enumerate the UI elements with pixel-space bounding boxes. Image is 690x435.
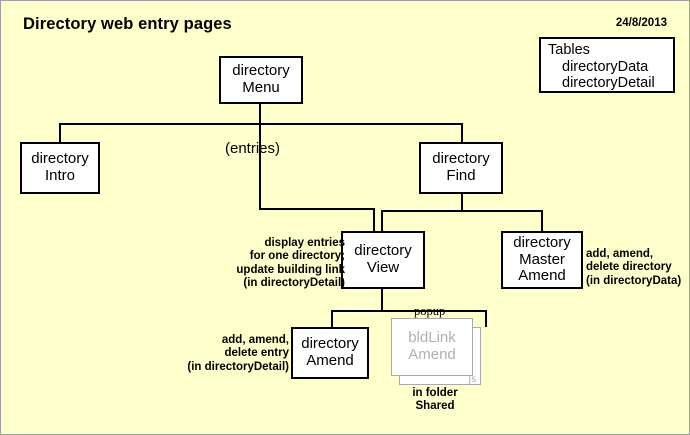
- node-directory-amend-line1: directory: [301, 335, 359, 353]
- node-bldlink-amend[interactable]: bldLink Amend: [391, 318, 473, 376]
- node-directory-master-amend-line1: directory: [513, 233, 571, 251]
- note-directory-amend-line1: add, amend,: [221, 334, 289, 346]
- node-directory-view-line2: View: [366, 259, 400, 276]
- note-directory-view-line3: update building link: [236, 263, 345, 276]
- node-directory-find-line2: Find: [446, 167, 476, 184]
- node-bldlink-amend-line2: Amend: [408, 346, 456, 363]
- note-directory-master-amend: add, amend, delete directory (in directo…: [586, 248, 689, 288]
- tables-panel-item-directorydetail: directoryDetail: [562, 75, 655, 92]
- note-directory-master-amend-line2: delete directory: [586, 261, 672, 274]
- note-directory-master-amend-line1: add, amend,: [586, 248, 654, 260]
- node-directory-intro[interactable]: directory Intro: [20, 142, 100, 194]
- node-directory-master-amend-line3: Amend: [518, 267, 566, 285]
- note-in-folder-shared: in folder Shared: [387, 387, 483, 414]
- connector-menu-down: [259, 104, 261, 123]
- node-directory-view[interactable]: directory View: [341, 231, 425, 289]
- node-directory-intro-line2: Intro: [44, 167, 75, 184]
- note-directory-view-line4: (in directoryDetail): [243, 277, 345, 290]
- node-directory-master-amend-line2: Master: [519, 250, 565, 268]
- note-in-folder-line2: Shared: [415, 400, 455, 413]
- note-directory-master-amend-line3: (in directoryData): [586, 274, 682, 287]
- node-directory-intro-line1: directory: [31, 150, 89, 168]
- node-bldlink-amend-line1: bldLink: [408, 329, 456, 347]
- node-directory-menu-line2: Menu: [242, 79, 280, 96]
- tables-panel: Tables directoryData directoryDetail: [539, 37, 675, 93]
- note-directory-amend-line2: delete entry: [224, 347, 289, 360]
- connector-find-bus: [381, 210, 543, 212]
- note-directory-view-line1: display entries: [264, 237, 345, 249]
- diagram-date: 24/8/2013: [615, 17, 667, 29]
- connector-bus-to-find: [461, 123, 463, 143]
- connector-view-to-bldlink: [485, 310, 487, 327]
- node-directory-view-line1: directory: [354, 242, 412, 260]
- connector-view-down: [381, 289, 383, 310]
- label-js: js: [467, 371, 476, 385]
- label-popup: popup: [414, 304, 446, 318]
- node-directory-find[interactable]: directory Find: [419, 142, 503, 194]
- node-directory-menu-line1: directory: [232, 62, 290, 80]
- connector-bus-to-intro: [59, 123, 61, 143]
- tables-panel-heading: Tables: [548, 42, 590, 58]
- connector-find-to-view: [381, 210, 383, 231]
- tables-panel-item-directorydata: directoryData: [562, 58, 649, 75]
- connector-find-to-master-amend: [541, 210, 543, 231]
- note-directory-view-line2: for one directory;: [249, 250, 345, 263]
- connector-bus-main: [59, 123, 463, 125]
- connector-view-to-amend: [331, 310, 333, 327]
- node-directory-amend-line2: Amend: [306, 352, 354, 369]
- connector-menu-entries-drop: [259, 123, 261, 209]
- node-directory-menu[interactable]: directory Menu: [219, 56, 303, 104]
- node-directory-amend[interactable]: directory Amend: [291, 327, 369, 379]
- note-directory-view: display entries for one directory; updat…: [213, 237, 345, 291]
- node-directory-find-line1: directory: [432, 150, 490, 168]
- note-directory-amend-line3: (in directoryDetail): [187, 360, 289, 373]
- note-directory-amend: add, amend, delete entry (in directoryDe…: [181, 334, 289, 374]
- connector-menu-view-down: [373, 208, 375, 231]
- page-title: Directory web entry pages: [23, 15, 232, 33]
- label-entries: (entries): [225, 140, 281, 157]
- node-directory-master-amend[interactable]: directory Master Amend: [501, 231, 583, 289]
- connector-find-down: [461, 194, 463, 211]
- connector-view-bus: [331, 310, 485, 312]
- note-in-folder-line1: in folder: [412, 387, 458, 399]
- connector-menu-to-view: [259, 208, 373, 210]
